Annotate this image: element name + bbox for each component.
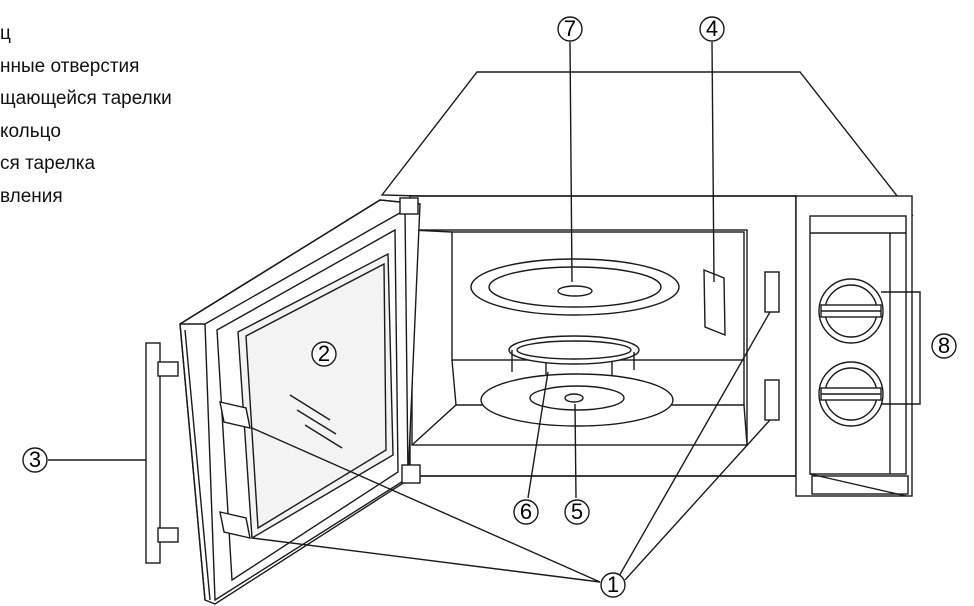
power-dial [818,278,884,344]
callout-3: 3 [22,447,48,473]
oven-door [179,197,421,605]
legend-item-6: вления [0,185,63,207]
door-latch-slots [764,271,780,421]
microwave-body [380,71,914,477]
svg-text:2: 2 [318,341,330,366]
parts-legend: ц нные отверстия щающейся тарелки кольцо… [0,18,172,213]
callout-8: 8 [931,333,957,359]
svg-text:5: 5 [571,499,583,524]
svg-text:1: 1 [607,572,619,597]
svg-text:6: 6 [520,499,532,524]
door-handle [145,342,179,564]
svg-text:3: 3 [29,447,41,472]
callout-5: 5 [564,499,590,525]
svg-text:8: 8 [938,333,950,358]
legend-item-2: нные отверстия [0,55,140,77]
legend-item-5: ся тарелка [0,153,96,174]
waveguide-cover [703,268,726,337]
callout-6: 6 [513,499,539,525]
glass-turntable-tray [470,258,680,316]
legend-item-3: щающейся тарелки [0,88,172,109]
legend-item-1: ц [0,23,11,44]
callout-7: 7 [557,16,583,42]
callout-1: 1 [600,572,626,598]
leader-lines [48,41,771,583]
roller-ring [508,335,640,378]
control-panel [795,195,921,497]
door-latch-hooks [219,401,251,539]
timer-dial [818,361,884,427]
turntable-support [480,373,674,427]
callout-2: 2 [311,341,337,367]
legend-item-4: кольцо [0,120,61,142]
callout-4: 4 [699,16,725,42]
svg-text:4: 4 [706,16,718,41]
svg-text:7: 7 [564,16,576,41]
